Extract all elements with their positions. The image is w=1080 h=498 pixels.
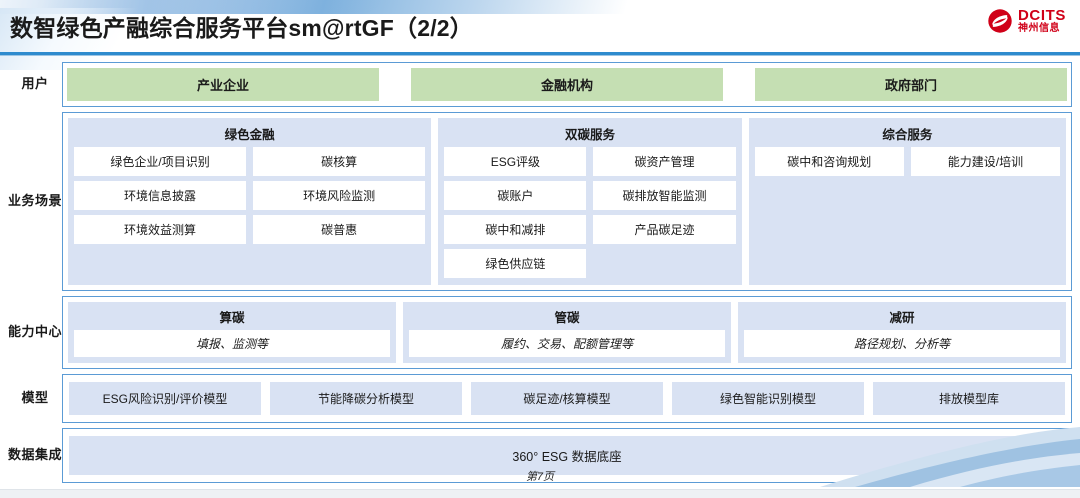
scenario-group-integrated-services: 综合服务 碳中和咨询规划 能力建设/培训 [748, 118, 1066, 285]
scenario-item[interactable]: ESG评级 [444, 147, 587, 176]
row-label-users: 用户 [21, 76, 49, 92]
scenario-group-title: 绿色金融 [224, 128, 275, 142]
capability-group-carbon-management[interactable]: 管碳 履约、交易、配额管理等 [403, 302, 731, 363]
scenarios-panel: 绿色金融 绿色企业/项目识别 碳核算 环境信息披露 环境风险监测 环境效益测算 … [62, 112, 1072, 291]
user-chip[interactable]: 政府部门 [755, 68, 1067, 101]
brand-logo: DCITS 神州信息 [987, 8, 1066, 34]
scenario-item[interactable]: 环境效益测算 [74, 215, 247, 244]
scenario-item-grid: 碳中和咨询规划 能力建设/培训 [754, 147, 1060, 176]
scenario-item[interactable]: 绿色供应链 [444, 249, 587, 278]
scenario-item-grid: 绿色企业/项目识别 碳核算 环境信息披露 环境风险监测 环境效益测算 碳普惠 [74, 147, 426, 244]
scenario-item-placeholder [593, 249, 735, 278]
row-label-data-integration: 数据集成 [8, 447, 63, 463]
scenario-item[interactable]: 碳中和减排 [444, 215, 587, 244]
scenario-group-dual-carbon: 双碳服务 ESG评级 碳资产管理 碳账户 碳排放智能监测 碳中和减排 产品碳足迹… [438, 118, 742, 285]
scenario-group-title: 综合服务 [882, 128, 933, 142]
title-divider-secondary [0, 55, 1080, 56]
capability-group-title: 算碳 [219, 311, 245, 325]
logo-brand-name: DCITS [1018, 7, 1066, 25]
model-chip[interactable]: 绿色智能识别模型 [672, 382, 864, 415]
model-chip[interactable]: 碳足迹/核算模型 [471, 382, 663, 415]
scenario-item[interactable]: 碳普惠 [253, 215, 426, 244]
model-chip[interactable]: 节能降碳分析模型 [270, 382, 462, 415]
scenario-item[interactable]: 绿色企业/项目识别 [74, 147, 247, 176]
row-label-capability: 能力中心 [8, 324, 63, 340]
user-chip[interactable]: 金融机构 [411, 68, 723, 101]
user-chip[interactable]: 产业企业 [67, 68, 379, 101]
page-title: 数智绿色产融综合服务平台sm@rtGF（2/2） [10, 15, 473, 41]
capability-group-title: 减研 [889, 311, 915, 325]
logo-brand-subtitle: 神州信息 [1018, 22, 1060, 34]
models-panel: ESG风险识别/评价模型 节能降碳分析模型 碳足迹/核算模型 绿色智能识别模型 … [62, 374, 1072, 423]
scenario-item[interactable]: 能力建设/培训 [910, 147, 1060, 176]
capability-group-carbon-accounting[interactable]: 算碳 填报、监测等 [68, 302, 396, 363]
capability-group-desc: 路径规划、分析等 [744, 330, 1060, 357]
capability-group-desc: 填报、监测等 [74, 330, 390, 357]
scenario-item[interactable]: 碳中和咨询规划 [754, 147, 904, 176]
model-chip[interactable]: ESG风险识别/评价模型 [69, 382, 261, 415]
title-divider [0, 52, 1080, 55]
users-panel: 产业企业 金融机构 政府部门 [62, 62, 1072, 107]
scenario-group-green-finance: 绿色金融 绿色企业/项目识别 碳核算 环境信息披露 环境风险监测 环境效益测算 … [68, 118, 432, 285]
dcits-swirl-icon [988, 9, 1012, 33]
scenario-group-title: 双碳服务 [564, 128, 615, 142]
layer-row-scenarios: 业务场景 绿色金融 绿色企业/项目识别 碳核算 环境信息披露 环境风险监测 环境… [8, 112, 1072, 291]
architecture-diagram: 用户 产业企业 金融机构 政府部门 业务场景 绿色金融 绿色企业/项目识别 碳核… [8, 62, 1072, 488]
scenario-item[interactable]: 碳资产管理 [593, 147, 736, 176]
row-label-models: 模型 [21, 390, 49, 406]
row-label-scenarios: 业务场景 [8, 193, 63, 209]
scenario-item-grid: ESG评级 碳资产管理 碳账户 碳排放智能监测 碳中和减排 产品碳足迹 绿色供应… [444, 147, 736, 278]
scenario-item[interactable]: 碳账户 [444, 181, 587, 210]
capability-group-title: 管碳 [554, 311, 580, 325]
bottom-rule [0, 489, 1080, 498]
page-number-label: 第7页 [525, 471, 555, 483]
scenario-item[interactable]: 碳核算 [253, 147, 426, 176]
scenario-item[interactable]: 碳排放智能监测 [593, 181, 736, 210]
capability-group-reduction-research[interactable]: 减研 路径规划、分析等 [738, 302, 1066, 363]
layer-row-models: 模型 ESG风险识别/评价模型 节能降碳分析模型 碳足迹/核算模型 绿色智能识别… [8, 374, 1072, 423]
layer-row-users: 用户 产业企业 金融机构 政府部门 [8, 62, 1072, 107]
capability-group-desc: 履约、交易、配额管理等 [409, 330, 725, 357]
scenario-item[interactable]: 环境风险监测 [253, 181, 426, 210]
top-decorative-band [0, 0, 1080, 14]
model-chip[interactable]: 排放模型库 [873, 382, 1065, 415]
layer-row-capability: 能力中心 算碳 填报、监测等 管碳 履约、交易、配额管理等 减研 路径规划、分析… [8, 296, 1072, 369]
capability-panel: 算碳 填报、监测等 管碳 履约、交易、配额管理等 减研 路径规划、分析等 [62, 296, 1072, 369]
scenario-item[interactable]: 环境信息披露 [74, 181, 247, 210]
scenario-item[interactable]: 产品碳足迹 [593, 215, 736, 244]
